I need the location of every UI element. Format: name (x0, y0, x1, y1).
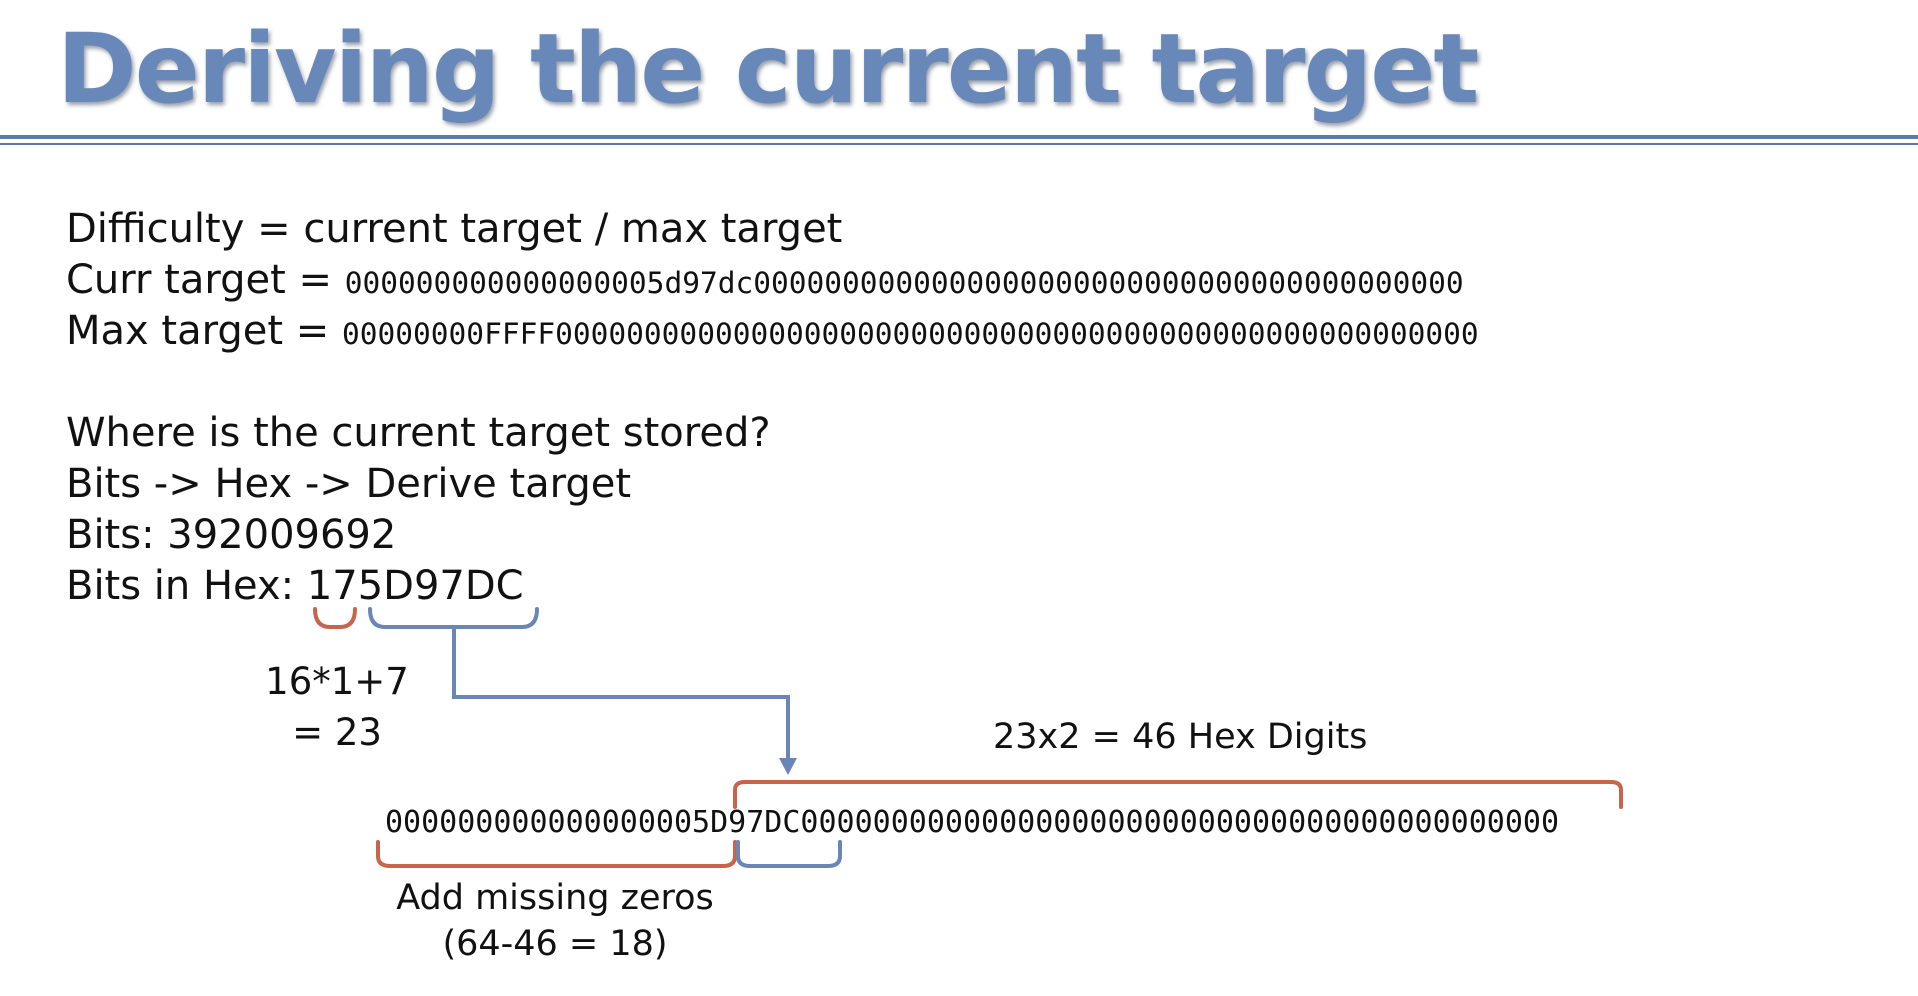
derived-target-value: 000000000000000005D97DC00000000000000000… (385, 805, 1559, 840)
max-target-value: 00000000FFFF0000000000000000000000000000… (341, 317, 1479, 351)
hex-digits-note: 23x2 = 46 Hex Digits (993, 717, 1368, 757)
curr-target-value: 000000000000000005d97dc00000000000000000… (344, 266, 1464, 300)
bits-value: Bits: 392009692 (66, 512, 397, 558)
curr-target-label: Curr target = (66, 257, 345, 303)
slide-title: Deriving the current target (57, 13, 1479, 125)
bits-hex-label: Bits in Hex: (66, 563, 307, 609)
missing-zeros-bracket (376, 840, 737, 868)
title-divider (0, 135, 1918, 145)
missing-zeros-label: Add missing zeros (396, 878, 714, 918)
arrow-head-icon (779, 758, 797, 775)
max-target-label: Max target = (66, 308, 342, 354)
exponent-calculation: 16*1+7 (265, 660, 409, 703)
exponent-result: = 23 (292, 711, 382, 754)
max-target-line: Max target = 00000000FFFF000000000000000… (66, 307, 1479, 358)
derivation-steps: Bits -> Hex -> Derive target (66, 461, 632, 507)
bits-hex-line: Bits in Hex: 175D97DC (66, 562, 524, 610)
bits-hex-value: 175D97DC (306, 563, 524, 609)
coefficient-arrow (452, 627, 790, 762)
coefficient-position-bracket (736, 840, 842, 868)
coefficient-bracket (368, 607, 539, 629)
curr-target-line: Curr target = 000000000000000005d97dc000… (66, 256, 1464, 307)
storage-question: Where is the current target stored? (66, 410, 771, 456)
difficulty-formula: Difficulty = current target / max target (66, 206, 843, 252)
missing-zeros-count: (64-46 = 18) (442, 924, 668, 964)
exponent-bracket (313, 607, 357, 629)
